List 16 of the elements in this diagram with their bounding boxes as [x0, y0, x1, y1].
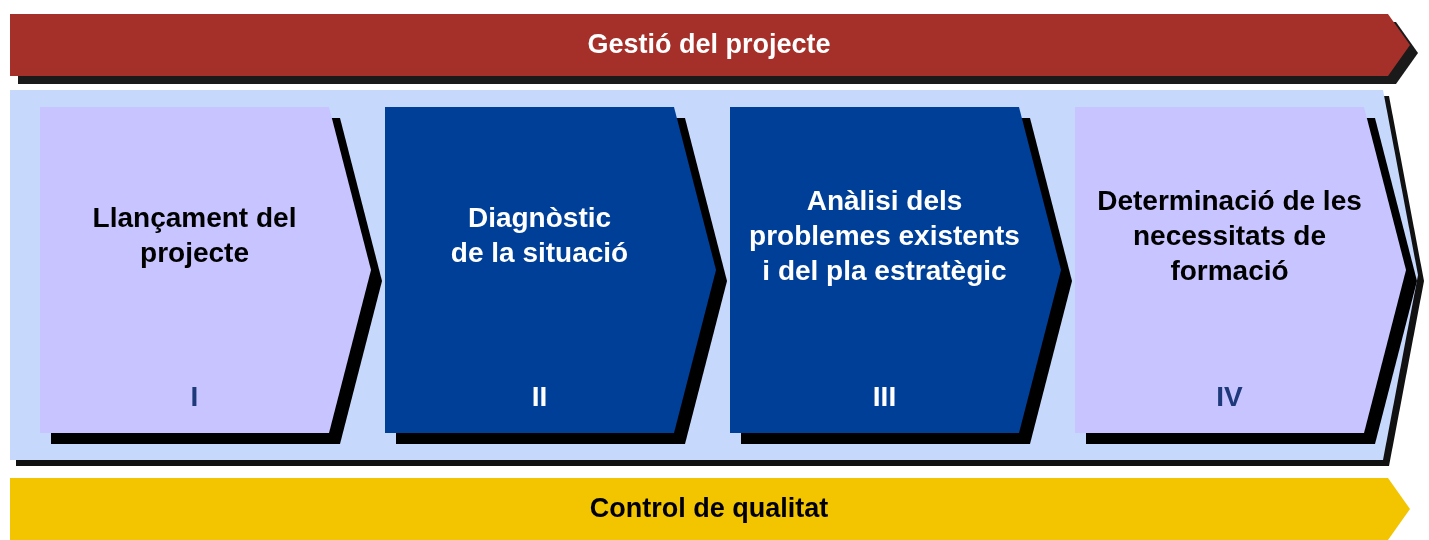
banner-title: Gestió del projecte	[586, 28, 832, 61]
banner-arrow	[10, 14, 1418, 84]
phase-step-panel	[385, 107, 727, 444]
phase-step-panel	[730, 107, 1072, 444]
phase-numeral: III	[871, 380, 898, 414]
phase-container-arrow	[10, 90, 1424, 466]
phase-numeral: II	[530, 380, 549, 414]
banner-title: Control de qualitat	[588, 492, 830, 525]
phase-title: Determinació de les necessitats de formació	[1096, 183, 1363, 288]
phase-numeral: I	[189, 380, 200, 414]
phase-step-panel	[1075, 107, 1417, 444]
phase-step-panel	[40, 107, 382, 444]
phase-numeral: IV	[1215, 380, 1244, 414]
phase-title: Diagnòstic de la situació	[449, 201, 630, 270]
phase-title: Llançament del projecte	[91, 201, 298, 270]
phase-title: Anàlisi dels problemes existents i del pla estratègic	[748, 183, 1021, 288]
